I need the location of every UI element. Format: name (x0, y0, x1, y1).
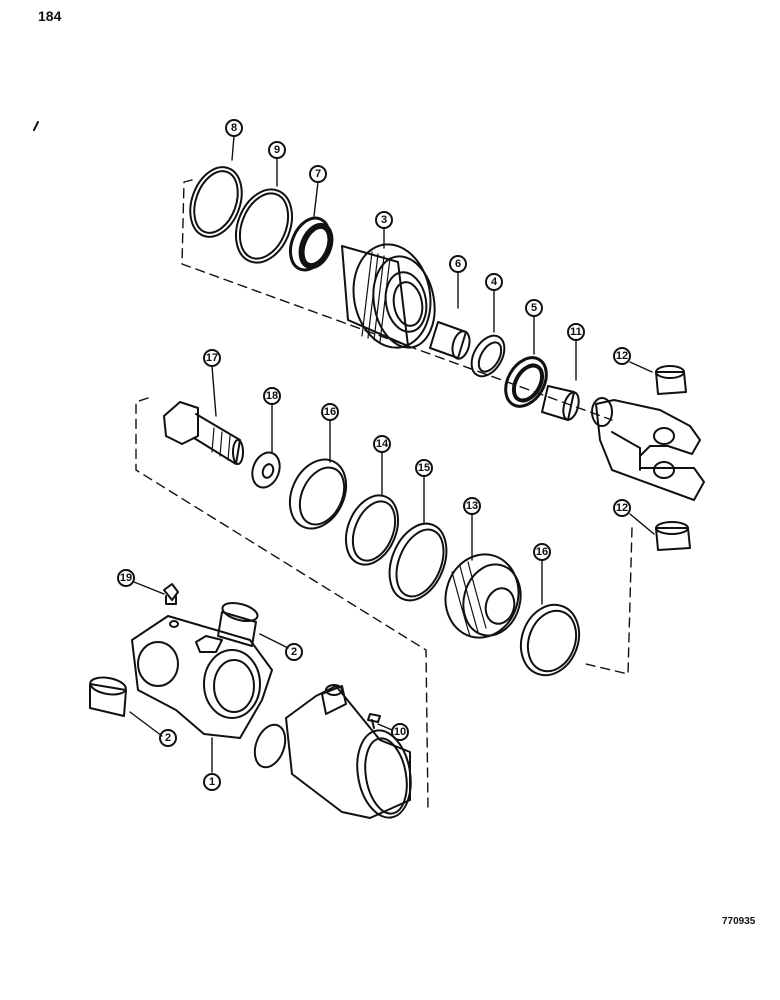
leader-lines (129, 135, 655, 773)
wear-ring-16-upper (288, 458, 348, 530)
lower-assembly-dashed-line (585, 527, 633, 675)
o-ring-8 (189, 166, 243, 238)
callout-label: 17 (206, 352, 218, 364)
rod-clevis (591, 397, 705, 501)
washer-18 (251, 451, 281, 489)
cylinder-head-3 (341, 243, 436, 349)
callout-15: 15 (415, 459, 433, 477)
grease-fitting-19 (163, 583, 179, 605)
callout-2-left: 2 (159, 729, 177, 747)
cylinder-barrel-1 (131, 615, 273, 739)
callout-label: 19 (120, 572, 132, 584)
page-number: 184 (38, 8, 62, 24)
callout-1: 1 (203, 773, 221, 791)
piston-13 (444, 553, 522, 639)
callout-2-right: 2 (285, 643, 303, 661)
callout-label: 9 (274, 144, 280, 156)
seal-5 (504, 356, 548, 408)
callout-label: 7 (315, 168, 321, 180)
wear-ring-16-lower (519, 603, 581, 677)
bushing-2-left (89, 676, 127, 717)
bushing-12-upper (655, 365, 687, 395)
callout-label: 15 (418, 462, 430, 474)
callout-16-upper: 16 (321, 403, 339, 421)
callout-18: 18 (263, 387, 281, 405)
wiper-11 (541, 385, 580, 421)
callout-8: 8 (225, 119, 243, 137)
callout-label: 10 (394, 726, 406, 738)
o-ring-15 (388, 522, 448, 602)
callout-label: 14 (376, 438, 389, 450)
callout-6: 6 (449, 255, 467, 273)
callout-11: 11 (567, 323, 585, 341)
seal-7 (288, 216, 334, 272)
callout-label: 13 (466, 500, 478, 512)
callout-12-upper: 12 (613, 347, 631, 365)
callout-label: 1 (209, 776, 215, 788)
callout-label: 16 (324, 406, 336, 418)
callout-label: 5 (531, 302, 537, 314)
stray-mark (33, 121, 39, 131)
backup-ring-14 (344, 494, 400, 566)
callout-label: 12 (616, 502, 628, 514)
callout-13: 13 (463, 497, 481, 515)
callout-5: 5 (525, 299, 543, 317)
callout-label: 2 (165, 732, 171, 744)
callout-3: 3 (375, 211, 393, 229)
upper-assembly-dashed-line (181, 179, 613, 421)
callout-16-lower: 16 (533, 543, 551, 561)
callout-label: 3 (381, 214, 387, 226)
callout-label: 11 (570, 326, 582, 338)
barrel-tube (285, 684, 412, 819)
callout-label: 16 (536, 546, 548, 558)
callout-4: 4 (485, 273, 503, 291)
o-ring-barrel (253, 723, 287, 769)
callout-label: 12 (616, 350, 628, 362)
callout-label: 8 (231, 122, 237, 134)
bushing-12-lower (655, 521, 691, 551)
callout-label: 2 (291, 646, 297, 658)
middle-assembly-dashed-line (135, 397, 429, 809)
callout-label: 18 (266, 390, 278, 402)
callout-7: 7 (309, 165, 327, 183)
wear-ring-4 (470, 334, 506, 378)
callout-19: 19 (117, 569, 135, 587)
bushing-2-right (217, 601, 259, 647)
callout-10: 10 (391, 723, 409, 741)
figure-code: 770935 (722, 916, 756, 927)
backup-ring-9 (235, 188, 293, 264)
callout-12-lower: 12 (613, 499, 631, 517)
callout-label: 6 (455, 258, 461, 270)
bushing-6 (429, 321, 471, 360)
screw-10 (367, 713, 381, 729)
callout-label: 4 (491, 276, 498, 288)
bolt-17 (163, 401, 244, 465)
callout-14: 14 (373, 435, 391, 453)
callout-17: 17 (203, 349, 221, 367)
callout-9: 9 (268, 141, 286, 159)
